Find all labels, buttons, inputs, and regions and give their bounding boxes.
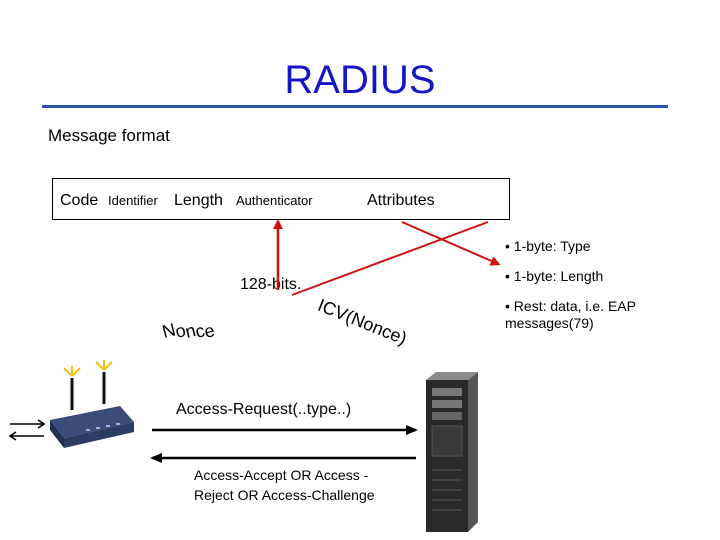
field-code: Code [60,192,99,209]
field-length: Length [174,192,223,209]
field-authenticator: Authenticator [236,193,313,208]
bullet-type: • 1-byte: Type [505,238,591,254]
field-attributes: Attributes [367,192,435,209]
page-title: RADIUS [284,58,436,102]
bits-label: 128-bits. [240,276,302,293]
bullet-rest: • Rest: data, i.e. EAP messages(79) [505,298,636,331]
server-icon [426,372,478,532]
link-arrows-icon [8,419,46,441]
access-point-icon [50,360,134,448]
nonce-label: Nonce [160,319,217,342]
field-identifier: Identifier [108,193,158,208]
access-request-label: Access-Request(..type..) [176,401,352,418]
icv-nonce-label: ICV(Nonce) [315,295,410,349]
title-divider [42,105,668,108]
access-response-label: Access-Accept OR Access -Reject OR Acces… [194,467,375,503]
bullet-length: • 1-byte: Length [505,268,604,284]
attributes-arrow [291,221,489,296]
attributes-arrow-lower [401,221,501,266]
subtitle: Message format [48,126,170,145]
